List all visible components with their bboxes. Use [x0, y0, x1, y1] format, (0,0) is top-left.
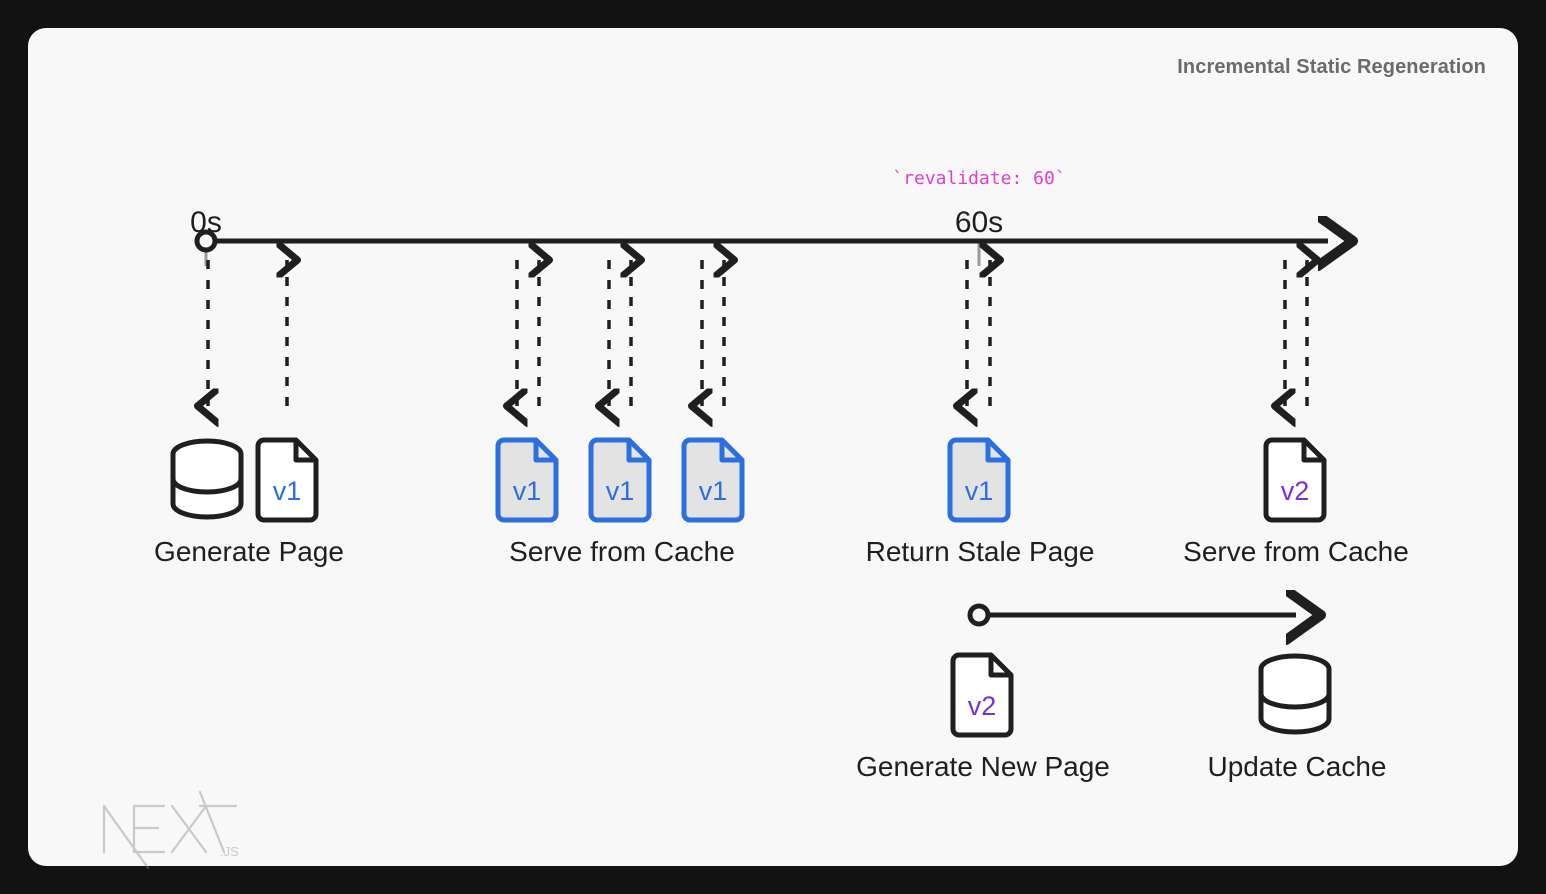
caption-serve-from-cache-1: Serve from Cache: [509, 536, 735, 567]
time-label-0s: 0s: [190, 206, 222, 239]
page-title: Incremental Static Regeneration: [1177, 56, 1486, 78]
document-version-label: v2: [1281, 476, 1310, 506]
document-icon-v1-cached-1: v1: [492, 437, 562, 523]
database-icon-source: [168, 438, 246, 520]
document-version-label: v1: [606, 476, 635, 506]
caption-serve-from-cache-2: Serve from Cache: [1183, 536, 1409, 567]
nextjs-suffix-label: .JS: [220, 844, 239, 859]
caption-generate-new-page: Generate New Page: [856, 751, 1110, 782]
document-icon-v1-generated: v1: [252, 437, 322, 523]
caption-update-cache: Update Cache: [1207, 751, 1387, 782]
document-icon-v1-cached-3: v1: [678, 437, 748, 523]
document-icon-v1-cached-2: v1: [585, 437, 655, 523]
diagram-card: Incremental Static Regeneration `revalid…: [28, 28, 1518, 870]
document-icon-v2-generated: v2: [947, 652, 1017, 738]
regeneration-timeline-axis: [967, 606, 1296, 624]
time-label-60s: 60s: [954, 206, 1004, 239]
document-version-label: v1: [273, 476, 302, 506]
timeline-tick-60s: [977, 242, 981, 266]
main-timeline-axis: [194, 232, 1328, 250]
caption-return-stale-page: Return Stale Page: [865, 536, 1095, 567]
database-icon-updated-cache: [1256, 653, 1334, 735]
request-response-arrows: [208, 260, 1307, 406]
document-version-label: v1: [699, 476, 728, 506]
revalidate-annotation: `revalidate: 60`: [892, 168, 1066, 189]
document-icon-v2-served: v2: [1260, 437, 1330, 523]
document-version-label: v2: [968, 691, 997, 721]
timeline-tick-0s: [204, 242, 208, 266]
document-version-label: v1: [513, 476, 542, 506]
document-version-label: v1: [965, 476, 994, 506]
nextjs-logo: .JS: [96, 790, 246, 870]
caption-generate-page: Generate Page: [154, 536, 344, 567]
document-icon-v1-stale: v1: [944, 437, 1014, 523]
